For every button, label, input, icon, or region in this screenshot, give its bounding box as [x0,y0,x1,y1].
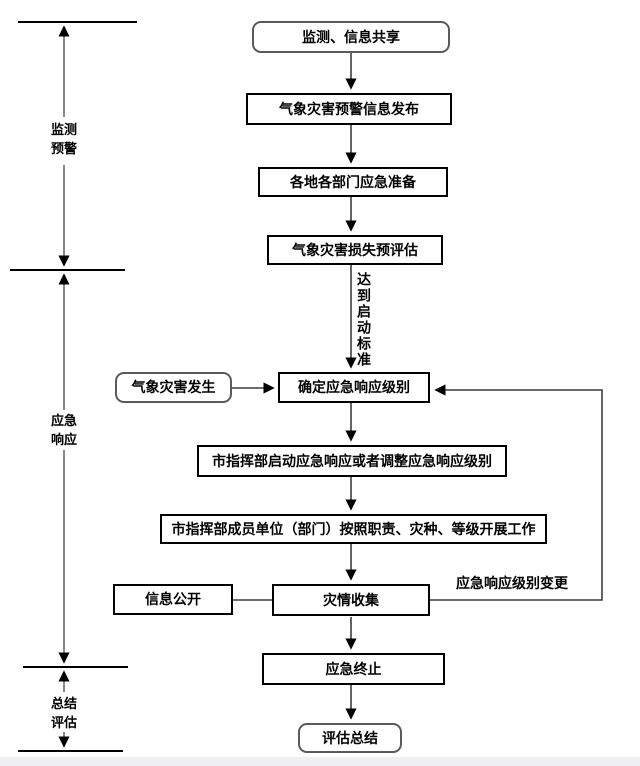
node-dept-preparation: 各地各部门应急准备 [258,167,448,197]
phase-label-monitoring: 监测 预警 [36,120,92,158]
node-determine-level: 确定应急响应级别 [278,372,430,403]
window-bottom-strip [0,757,640,766]
node-hq-start-adjust: 市指挥部启动应急响应或者调整应急响应级别 [197,445,507,477]
node-evaluation-summary: 评估总结 [298,723,402,753]
node-warning-release: 气象灾害预警信息发布 [246,93,452,125]
feedback-loop-level-change [430,384,603,601]
phase-label-response: 应急 响应 [36,411,92,449]
label-level-change: 应急响应级别变更 [456,575,568,591]
node-loss-preassessment: 气象灾害损失预评估 [267,235,443,265]
flow-arrows [232,53,603,720]
node-emergency-termination: 应急终止 [262,653,445,685]
node-disaster-occurs: 气象灾害发生 [115,372,232,403]
node-monitoring-sharing: 监测、信息共享 [252,21,450,53]
phase-label-summary: 总结 评估 [36,694,92,732]
node-info-disclosure: 信息公开 [113,584,233,615]
phase-axis [10,21,137,752]
node-disaster-collection: 灾情收集 [272,584,430,616]
node-members-work: 市指挥部成员单位（部门）按照职责、灾种、等级开展工作 [160,514,547,544]
label-activation-criteria: 达到启动标准 [356,272,372,368]
